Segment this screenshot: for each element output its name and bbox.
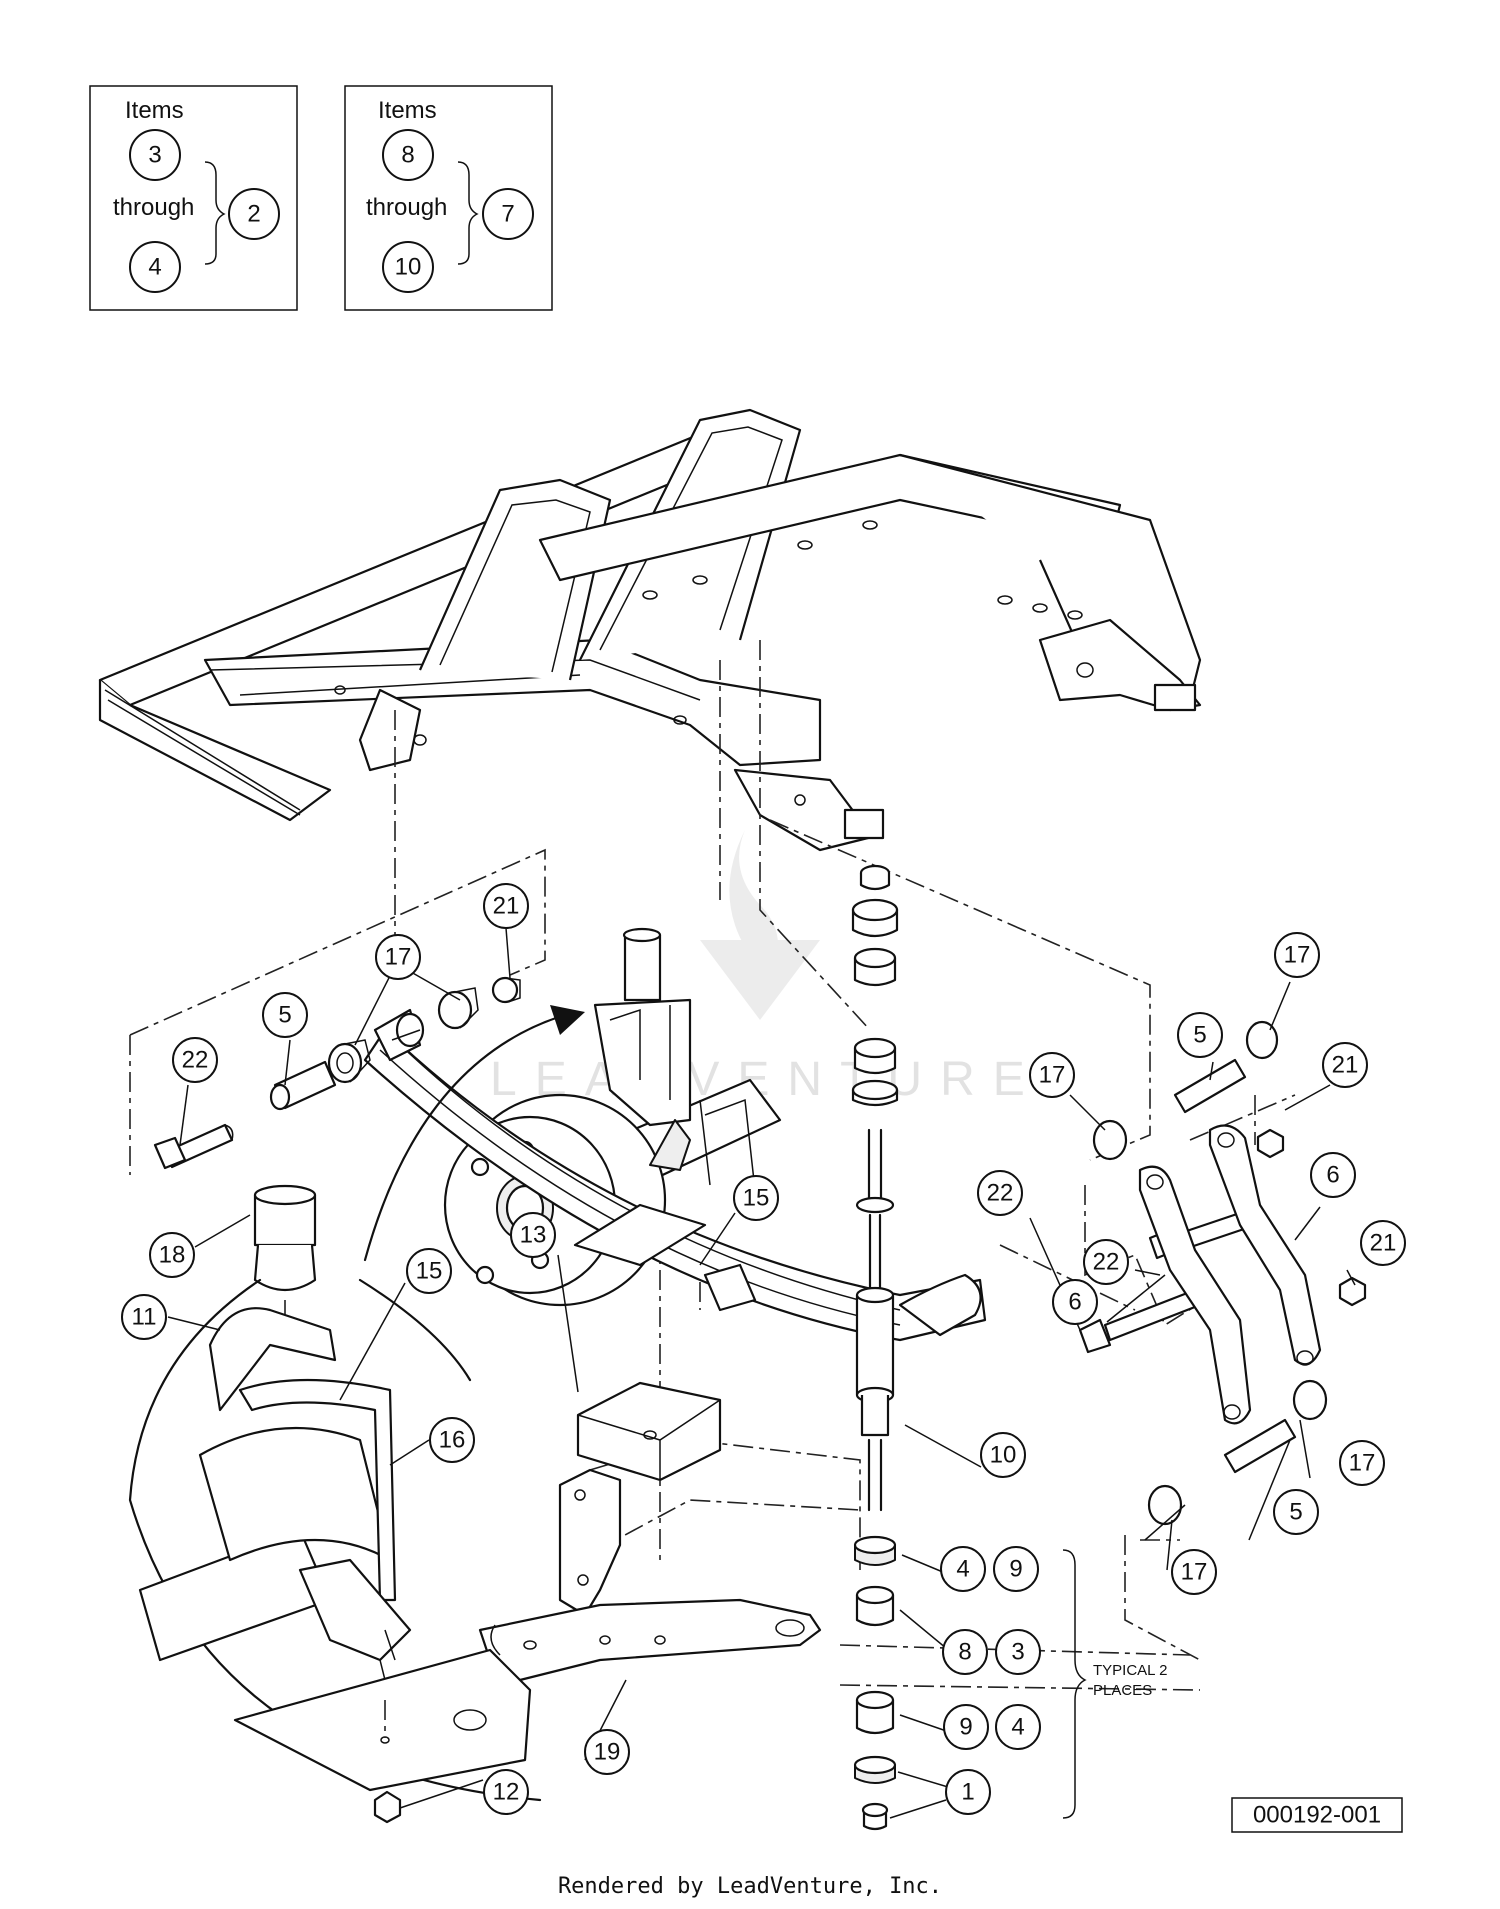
- svg-text:9: 9: [959, 1714, 972, 1741]
- svg-text:21: 21: [493, 893, 520, 920]
- callout-15-spring: 15: [733, 1175, 779, 1221]
- drawing-number-text: 000192-001: [1253, 1802, 1381, 1829]
- callout-21-upper-left: 21: [483, 883, 529, 929]
- svg-text:1: 1: [961, 1779, 974, 1806]
- svg-text:8: 8: [958, 1639, 971, 1666]
- callout-4-lower: 4: [995, 1704, 1041, 1750]
- legend-1-through: through: [113, 194, 194, 221]
- callout-17-upper-right: 17: [1274, 932, 1320, 978]
- callout-12: 12: [483, 1769, 529, 1815]
- detail-view: [128, 1005, 585, 1824]
- callout-8: 8: [942, 1629, 988, 1675]
- callout-5-upper-right: 5: [1177, 1012, 1223, 1058]
- svg-text:17: 17: [385, 944, 412, 971]
- callout-13: 13: [510, 1212, 556, 1258]
- svg-text:4: 4: [1011, 1714, 1024, 1741]
- svg-text:6: 6: [1068, 1289, 1081, 1316]
- bump-stop: [253, 1184, 317, 1315]
- svg-text:17: 17: [1181, 1559, 1208, 1586]
- legend-2-to: 10: [395, 254, 422, 281]
- svg-text:13: 13: [520, 1222, 547, 1249]
- chassis-frame: [98, 408, 1202, 852]
- watermark: LEADVENTURE: [490, 830, 1025, 1106]
- left-shackle-hardware: [153, 976, 521, 1170]
- legend-2-parent: 7: [501, 201, 514, 228]
- legend-2-from: 8: [401, 142, 414, 169]
- legend-1-from: 3: [148, 142, 161, 169]
- callout-22-left: 22: [172, 1037, 218, 1083]
- callout-22-upper-right: 22: [977, 1170, 1023, 1216]
- legend-1-parent: 2: [247, 201, 260, 228]
- svg-text:17: 17: [1349, 1450, 1376, 1477]
- callout-18: 18: [149, 1232, 195, 1278]
- callout-1: 1: [945, 1769, 991, 1815]
- mount-bracket-19: [478, 1468, 822, 1682]
- svg-text:6: 6: [1326, 1162, 1339, 1189]
- svg-text:18: 18: [159, 1242, 186, 1269]
- svg-text:22: 22: [182, 1047, 209, 1074]
- callout-9-upper: 9: [993, 1546, 1039, 1592]
- legend-1-title: Items: [125, 97, 184, 124]
- svg-text:11: 11: [132, 1304, 157, 1331]
- callout-5-lower-right: 5: [1273, 1489, 1319, 1535]
- callout-6-right: 6: [1310, 1152, 1356, 1198]
- svg-text:5: 5: [278, 1002, 291, 1029]
- legend-2-title: Items: [378, 97, 437, 124]
- callout-16: 16: [429, 1417, 475, 1463]
- callout-22-lower-right: 22: [1083, 1239, 1129, 1285]
- callout-17-lower-right: 17: [1339, 1440, 1385, 1486]
- callout-10: 10: [980, 1432, 1026, 1478]
- callout-6-left: 6: [1052, 1279, 1098, 1325]
- svg-text:19: 19: [594, 1739, 621, 1766]
- footer-credit: Rendered by LeadVenture, Inc.: [558, 1874, 942, 1899]
- plate-13: [576, 1381, 722, 1482]
- callout-3: 3: [995, 1629, 1041, 1675]
- callout-21-upper-right: 21: [1322, 1042, 1368, 1088]
- svg-text:21: 21: [1370, 1230, 1397, 1257]
- callout-17-mid-right: 17: [1029, 1052, 1075, 1098]
- svg-text:15: 15: [416, 1258, 443, 1285]
- callout-15-detail: 15: [406, 1248, 452, 1294]
- svg-text:10: 10: [990, 1442, 1017, 1469]
- callout-19: 19: [584, 1729, 630, 1775]
- legend-2-through: through: [366, 194, 447, 221]
- callout-17-upper-left: 17: [375, 934, 421, 980]
- legend-1-to: 4: [148, 254, 161, 281]
- callout-11: 11: [121, 1294, 167, 1340]
- svg-text:22: 22: [987, 1180, 1014, 1207]
- typical-note-line2: PLACES: [1093, 1682, 1152, 1699]
- legend-box-1: Items 3 through 4 2: [89, 85, 298, 311]
- callout-21-lower-right: 21: [1360, 1220, 1406, 1266]
- svg-text:21: 21: [1332, 1052, 1359, 1079]
- callout-9-lower: 9: [943, 1704, 989, 1750]
- typical-note-line1: TYPICAL 2: [1093, 1662, 1167, 1679]
- svg-text:12: 12: [493, 1779, 520, 1806]
- right-shackle-assembly: [1078, 1020, 1367, 1526]
- svg-text:22: 22: [1093, 1249, 1120, 1276]
- legend-box-2: Items 8 through 10 7: [344, 85, 553, 311]
- axle-assembly: [363, 927, 987, 1342]
- svg-text:17: 17: [1039, 1062, 1066, 1089]
- svg-text:16: 16: [439, 1427, 466, 1454]
- shock-absorber: [851, 864, 899, 1831]
- svg-text:15: 15: [743, 1185, 770, 1212]
- svg-text:3: 3: [1011, 1639, 1024, 1666]
- svg-text:4: 4: [956, 1556, 969, 1583]
- callout-17-bottom-right: 17: [1171, 1549, 1217, 1595]
- svg-text:5: 5: [1289, 1499, 1302, 1526]
- svg-text:5: 5: [1193, 1022, 1206, 1049]
- drawing-number: 000192-001: [1231, 1797, 1403, 1833]
- callout-4-upper: 4: [940, 1546, 986, 1592]
- svg-text:17: 17: [1284, 942, 1311, 969]
- svg-text:9: 9: [1009, 1556, 1022, 1583]
- callout-5-left: 5: [262, 992, 308, 1038]
- typical-brace: TYPICAL 2 PLACES: [1062, 1549, 1167, 1819]
